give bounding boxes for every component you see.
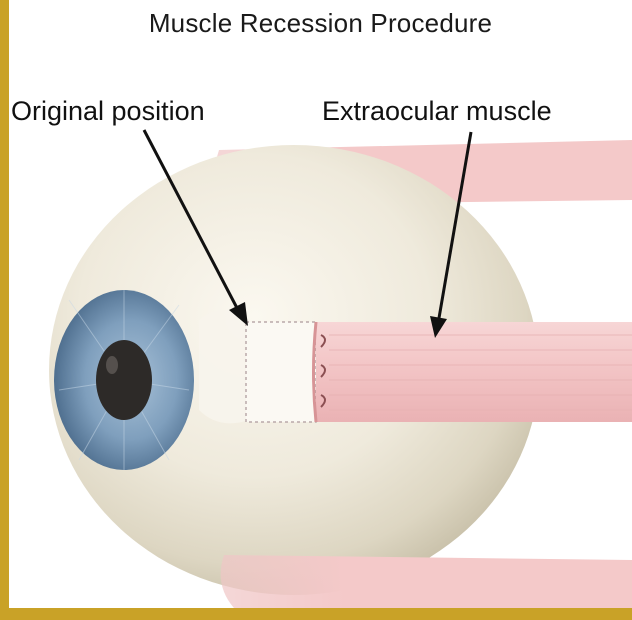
- extraocular-muscle-band: [316, 322, 632, 422]
- eye-illustration: [9, 0, 632, 608]
- lower-muscle-strip: [221, 555, 632, 608]
- original-insertion-site: [246, 322, 316, 422]
- label-extraocular-muscle: Extraocular muscle: [322, 96, 552, 127]
- diagram-canvas: Muscle Recession Procedure: [9, 0, 632, 608]
- label-original-position: Original position: [11, 96, 205, 127]
- pupil: [96, 340, 152, 420]
